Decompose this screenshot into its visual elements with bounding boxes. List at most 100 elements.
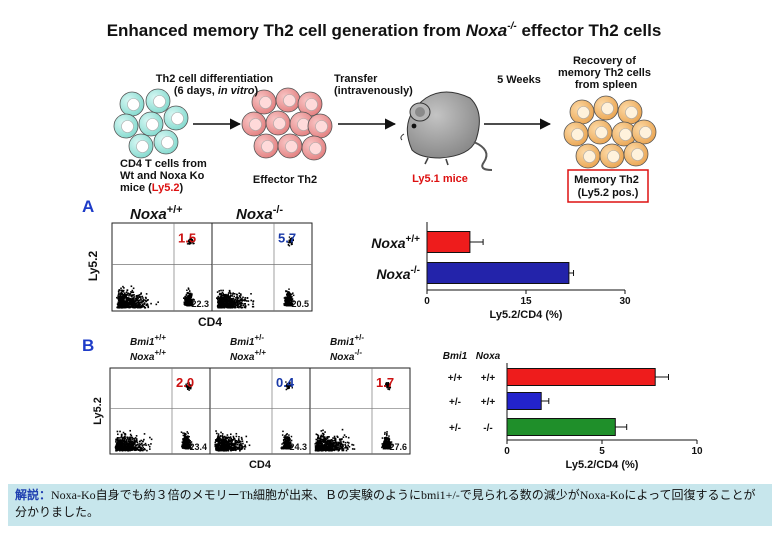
genotype-column-header: Bmi1 (443, 351, 468, 362)
figure-title: Enhanced memory Th2 cell generation from… (107, 21, 662, 40)
panel-b-y-axis-label: Ly5.2 (92, 397, 104, 425)
genotype-row-label: +/- (449, 397, 461, 408)
effector-label: Effector Th2 (253, 174, 317, 186)
mouse-icon (400, 91, 493, 171)
naive-cell (113, 113, 139, 139)
lower-quadrant-value: 22.3 (191, 299, 209, 309)
x-tick-label: 30 (619, 296, 631, 307)
bar (506, 368, 656, 386)
panel-a-y-axis-label: Ly5.2 (86, 251, 100, 282)
lower-quadrant-value: 23.4 (189, 442, 207, 452)
event-dots (116, 237, 195, 309)
memory-cell (563, 121, 589, 147)
event-dots (216, 236, 295, 309)
memory-th2-box-label: Memory Th2 (Ly5.2 pos.) (574, 174, 642, 199)
cd4-source-label: CD4 T cells from Wt and Noxa Ko mice (Ly… (120, 158, 210, 194)
upper-quadrant-value: 2.0 (176, 375, 194, 390)
genotype-header: Noxa-/- (330, 348, 362, 363)
x-tick-label: 0 (504, 446, 510, 457)
panel-b-letter: B (82, 336, 94, 355)
genotype-header: Bmi1+/+ (130, 333, 166, 348)
x-tick-label: 15 (520, 296, 532, 307)
bar (426, 231, 471, 253)
lower-quadrant-value: 20.5 (291, 299, 309, 309)
upper-quadrant-value: 1.5 (178, 230, 196, 245)
lower-quadrant-value: 24.3 (289, 442, 307, 452)
effector-cell (241, 111, 267, 137)
memory-cell (617, 99, 643, 125)
genotype-row-label: +/- (449, 423, 461, 434)
flow-plot: 1.5 22.3 (111, 222, 213, 312)
differentiation-label: Th2 cell differentiation (6 days, in vit… (156, 73, 276, 97)
effector-cell (253, 133, 279, 159)
memory-th2-box (567, 169, 649, 203)
transfer-label: Transfer (intravenously) (334, 73, 413, 97)
explanation-note: 解説：Noxa-Ko自身でも約３倍のメモリーTh細胞が出来、Ｂの実験のようにbm… (8, 484, 772, 526)
genotype-row-label: -/- (483, 423, 492, 434)
effector-cell (289, 111, 315, 137)
x-tick-label: 10 (691, 446, 703, 457)
event-dots (114, 381, 193, 452)
effector-cell (275, 87, 301, 113)
panel-a-letter: A (82, 197, 94, 216)
memory-cell (599, 143, 625, 169)
upper-quadrant-value: 5.7 (278, 230, 296, 245)
genotype-row-label: +/+ (481, 373, 496, 384)
naive-cell (119, 91, 145, 117)
flow-plot: 2.0 23.4 (109, 367, 211, 455)
event-dots (314, 382, 394, 452)
flow-plot: 5.7 20.5 (211, 222, 313, 312)
effector-th2-cells-icon (241, 87, 333, 161)
memory-cell (575, 143, 601, 169)
effector-cell (265, 110, 291, 136)
x-tick-label: 5 (599, 446, 605, 457)
memory-cell (569, 99, 595, 125)
weeks-label: 5 Weeks (497, 74, 541, 86)
effector-cell (297, 91, 323, 117)
panel-a-header-wt: Noxa+/+ (130, 204, 183, 223)
panel-b-headers: Bmi1+/+Noxa+/+Bmi1+/-Noxa+/+Bmi1+/-Noxa-… (130, 333, 364, 363)
event-dots (214, 381, 293, 452)
panel-b-flow-plots: 2.0 23.4 0.4 24.3 1.7 27.6 (109, 367, 411, 455)
lower-quadrant-value: 27.6 (389, 442, 407, 452)
genotype-column-header: Noxa (476, 351, 501, 362)
genotype-row-label: +/+ (448, 373, 463, 384)
panel-a: A Noxa+/+ Noxa-/- 1.5 22.3 5.7 20.5 Ly5.2 C… (82, 197, 631, 329)
memory-cell (631, 119, 657, 145)
genotype-row-label: +/+ (481, 397, 496, 408)
scheme: CD4 T cells from Wt and Noxa Ko mice (Ly… (113, 55, 657, 203)
upper-quadrant-value: 0.4 (276, 375, 295, 390)
effector-cell (301, 135, 327, 161)
category-label: Noxa+/+ (371, 234, 420, 251)
panel-a-x-axis-label: CD4 (198, 315, 222, 329)
genotype-header: Bmi1+/- (230, 333, 264, 348)
memory-cell (587, 119, 613, 145)
naive-cell (153, 129, 179, 155)
x-tick-label: 0 (424, 296, 430, 307)
explanation-note-text: Noxa-Ko自身でも約３倍のメモリーTh細胞が出来、Ｂの実験のようにbmi1+… (15, 488, 756, 519)
effector-cell (277, 133, 303, 159)
effector-cell (307, 113, 333, 139)
flow-plot: 1.7 27.6 (309, 367, 411, 455)
naive-cell (128, 133, 154, 159)
panel-b-x-axis-label: CD4 (249, 459, 272, 471)
panel-a-flow-plots: 1.5 22.3 5.7 20.5 (111, 222, 313, 312)
upper-quadrant-value: 1.7 (376, 375, 394, 390)
explanation-note-heading: 解説： (15, 488, 52, 502)
naive-cell (163, 105, 189, 131)
panel-b: B Bmi1+/+Noxa+/+Bmi1+/-Noxa+/+Bmi1+/-Nox… (82, 333, 703, 471)
x-axis-title: Ly5.2/CD4 (%) (490, 309, 563, 321)
memory-cell (623, 141, 649, 167)
panel-a-header-ko: Noxa-/- (236, 204, 283, 223)
genotype-header: Bmi1+/- (330, 333, 364, 348)
genotype-header: Noxa+/+ (230, 348, 266, 363)
recovery-label: Recovery of memory Th2 cells from spleen (558, 55, 654, 91)
naive-cell (138, 111, 164, 137)
memory-cell (593, 95, 619, 121)
bar (506, 392, 542, 410)
naive-cd4-cells-icon (113, 88, 189, 159)
category-label: Noxa-/- (376, 265, 420, 282)
